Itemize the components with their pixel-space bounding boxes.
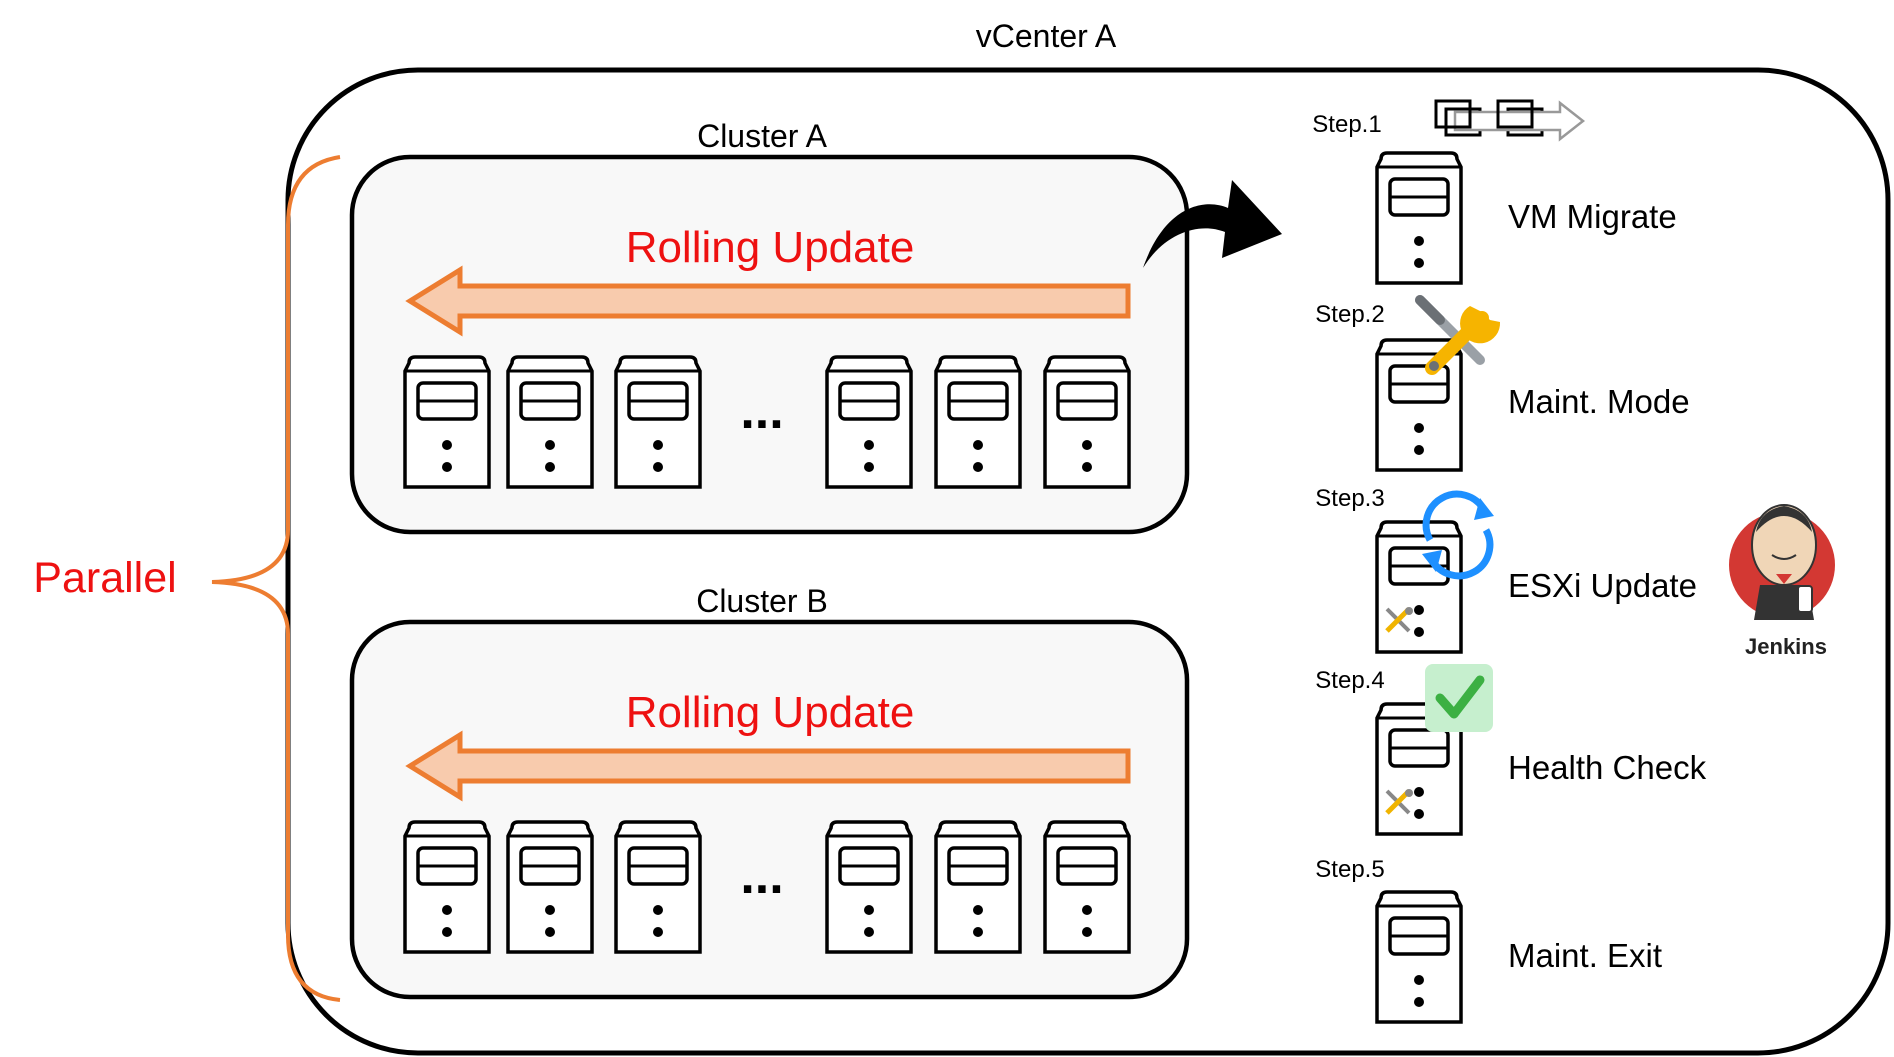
step-1-action: VM Migrate [1508,198,1677,235]
cluster-b-rolling-arrow [405,730,1131,802]
curved-arrow-icon [1143,180,1282,268]
checkmark-icon [1425,664,1493,732]
step-3-label: Step.3 [1315,485,1384,512]
server-icon [1375,520,1463,654]
step-3: Step.3 ESXi Update [1315,485,1697,654]
vm-migrate-icon [1434,99,1586,142]
cluster-a-rolling-update-label: Rolling Update [626,223,915,272]
server-icon [1375,890,1463,1024]
wrench-screwdriver-icon [1415,295,1501,375]
cluster-a-ellipsis: ... [740,382,783,440]
server-icon [934,820,1022,954]
parallel-label: Parallel [33,554,176,602]
step-4: Step.4 Health Check [1315,664,1707,836]
step-5-action: Maint. Exit [1508,937,1662,974]
server-icon [506,820,594,954]
step-1-label: Step.1 [1312,111,1381,138]
server-icon [825,355,913,489]
refresh-icon [1422,490,1494,580]
step-5: Step.5 Maint. Exit [1315,856,1662,1024]
cluster-b: Cluster B Rolling Update ... [349,583,1190,1000]
step-2-label: Step.2 [1315,301,1384,328]
jenkins-logo: Jenkins [1729,504,1835,659]
parallel-brace [211,155,341,1002]
step-5-label: Step.5 [1315,856,1384,883]
server-icon [403,820,491,954]
server-icon [506,355,594,489]
cluster-a-rolling-arrow [405,265,1131,337]
cluster-a: Cluster A Rolling Update ... [349,118,1190,535]
step-2: Step.2 Maint. Mode [1315,295,1690,472]
server-icon [1043,820,1131,954]
cluster-b-rolling-update-label: Rolling Update [626,688,915,737]
server-icon [934,355,1022,489]
server-icon [1043,355,1131,489]
vcenter-title: vCenter A [976,18,1117,54]
cluster-b-label: Cluster B [696,583,828,619]
step-4-action: Health Check [1508,749,1707,786]
step-4-label: Step.4 [1315,667,1384,694]
step-2-action: Maint. Mode [1508,383,1690,420]
step-3-action: ESXi Update [1508,567,1697,604]
server-icon [614,355,702,489]
step-1: Step.1 VM Migrate [1312,99,1677,285]
server-icon [1375,151,1463,285]
cluster-b-ellipsis: ... [740,847,783,905]
cluster-a-label: Cluster A [697,118,827,154]
jenkins-label: Jenkins [1745,634,1827,659]
server-icon [403,355,491,489]
server-icon [825,820,913,954]
server-icon [614,820,702,954]
